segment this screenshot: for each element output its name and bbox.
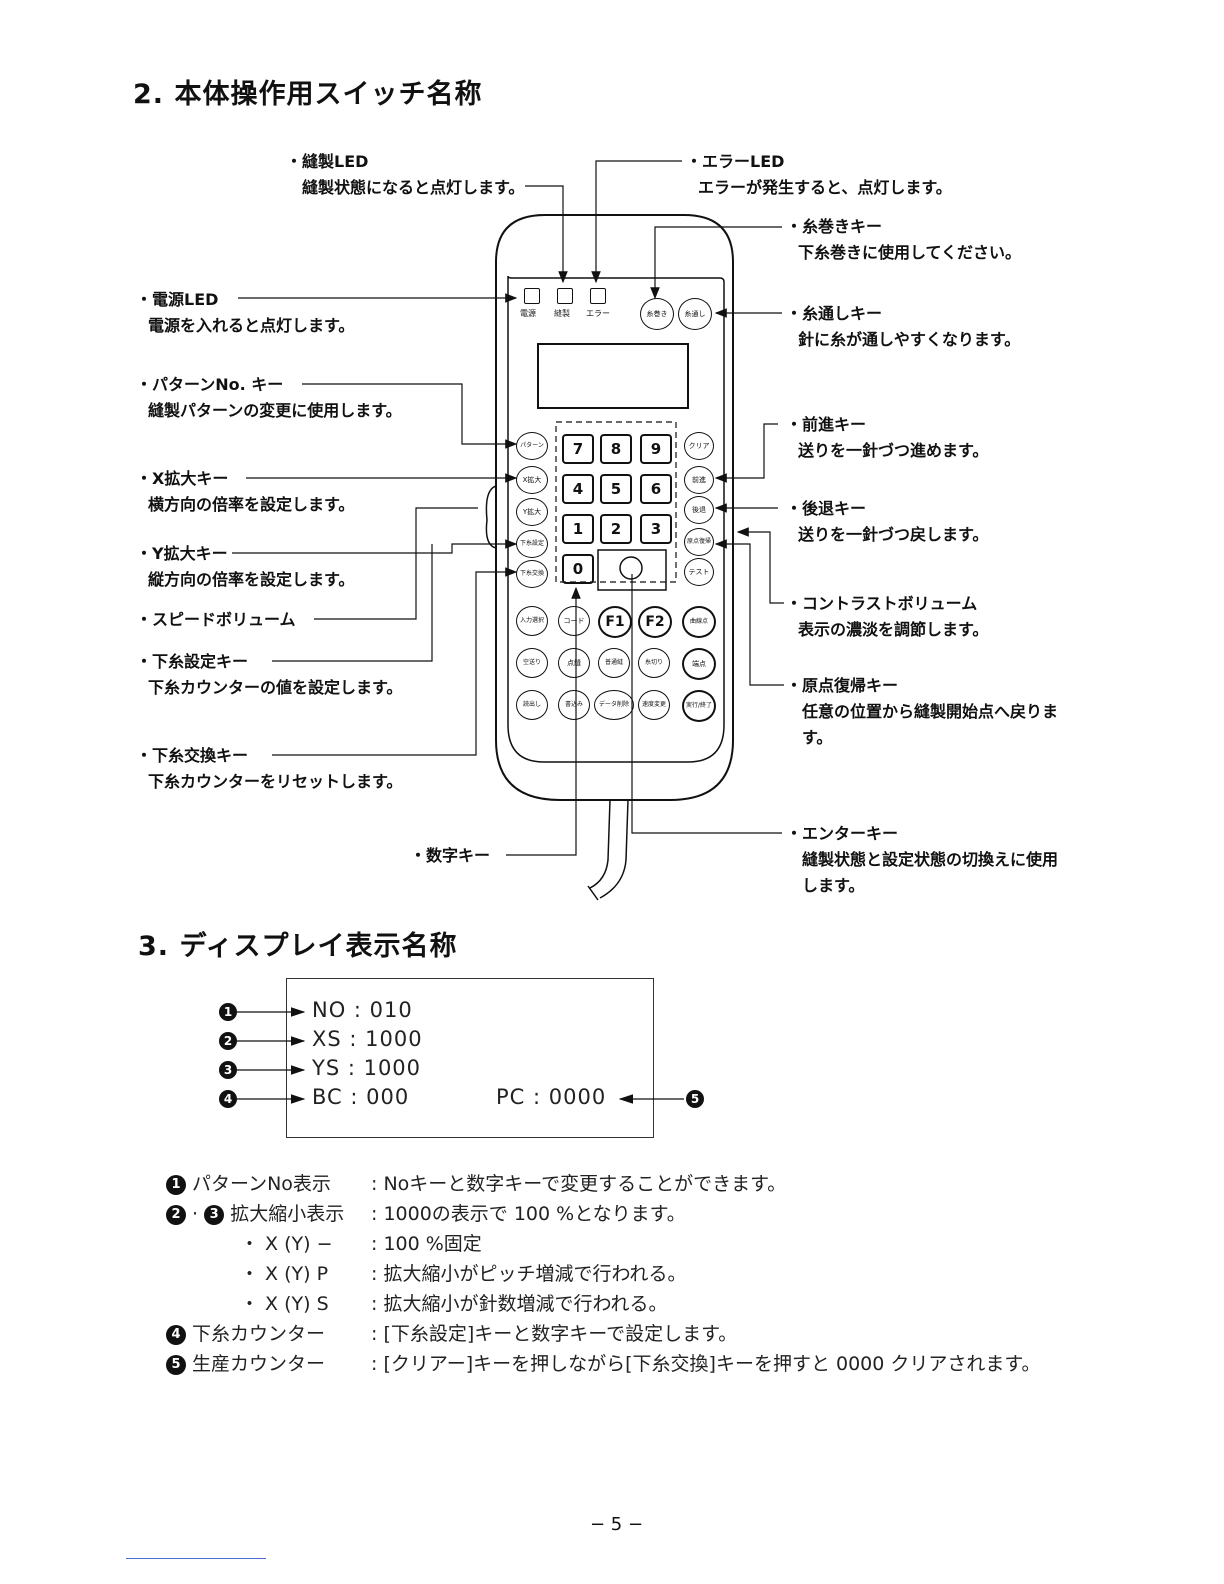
section-title-switches: 2. 本体操作用スイッチ名称	[133, 79, 483, 110]
sewing-led	[557, 288, 573, 304]
panel-face	[507, 275, 725, 763]
point-sew-key[interactable]: 点縫	[558, 648, 590, 678]
num-key-0[interactable]: 0	[562, 554, 594, 584]
bobbin-change-key[interactable]: 下糸交換	[516, 560, 548, 588]
label-sewing-led: ・縫製LED 縫製状態になると点灯します。	[286, 152, 525, 197]
label-winding-key: ・糸巻きキー 下糸巻きに使用してください。	[786, 217, 1022, 262]
display-line-bc: BC : 000	[312, 1085, 410, 1109]
page-number: − 5 −	[590, 1514, 644, 1535]
speed-change-key[interactable]: 速度変更	[638, 690, 670, 720]
f1-key[interactable]: F1	[598, 606, 632, 638]
origin-return-key[interactable]: 原点復帰	[684, 528, 714, 556]
display-tag-1: 1	[219, 1003, 237, 1021]
numeric-keypad-frame	[555, 421, 677, 583]
data-delete-key[interactable]: データ削除	[594, 690, 634, 720]
num-key-3[interactable]: 3	[640, 514, 672, 544]
display-box	[286, 978, 654, 1138]
empty-feed-key[interactable]: 空送り	[516, 648, 548, 678]
num-key-1[interactable]: 1	[562, 514, 594, 544]
label-enter-key: ・エンターキー 縫製状態と設定状態の切換えに使用 します。	[786, 824, 1059, 895]
test-key[interactable]: テスト	[684, 558, 714, 586]
pattern-no-key[interactable]: パターンNo.	[516, 432, 548, 460]
x-scale-key[interactable]: X拡大	[516, 466, 548, 494]
bullet-3: 3	[204, 1205, 225, 1225]
section-title-display: 3. ディスプレイ表示名称	[138, 931, 458, 962]
label-threading-key: ・糸通しキー 針に糸が通しやすくなります。	[786, 304, 1021, 349]
error-led	[590, 288, 606, 304]
label-forward-key: ・前進キー 送りを一針づつ進めます。	[786, 415, 989, 460]
led-label-sewing: 縫製	[554, 309, 570, 318]
lcd-screen	[537, 343, 689, 409]
end-point-key[interactable]: 端点	[682, 648, 716, 680]
bullet-1: 1	[166, 1175, 186, 1195]
label-back-key: ・後退キー 送りを一針づつ戻します。	[786, 499, 989, 544]
back-key[interactable]: 後退	[684, 496, 714, 524]
label-y-key: ・Y拡大キー 縦方向の倍率を設定します。	[136, 544, 355, 589]
clear-key[interactable]: クリア	[684, 432, 714, 460]
winding-key[interactable]: 糸巻き	[640, 298, 674, 330]
display-tag-5: 5	[686, 1090, 704, 1108]
panel-body	[495, 214, 734, 801]
run-end-key[interactable]: 実行/終了	[682, 690, 716, 722]
display-line-no: NO : 010	[312, 998, 413, 1022]
display-tag-4: 4	[219, 1090, 237, 1108]
display-line-xs: XS : 1000	[312, 1027, 423, 1051]
cable	[589, 799, 611, 889]
label-speed-volume: ・スピードボリューム	[136, 610, 296, 629]
display-line-ys: YS : 1000	[312, 1056, 422, 1080]
label-error-led: ・エラーLED エラーが発生すると、点灯します。	[686, 152, 952, 197]
bullet-2: 2	[166, 1205, 186, 1225]
num-key-9[interactable]: 9	[640, 434, 672, 464]
num-key-8[interactable]: 8	[600, 434, 632, 464]
display-tag-3: 3	[219, 1061, 237, 1079]
led-row: 電源 縫製 エラー	[520, 286, 620, 326]
bullet-5: 5	[166, 1355, 186, 1375]
threading-key[interactable]: 糸通し	[678, 298, 712, 330]
write-key[interactable]: 書込み	[558, 690, 590, 720]
led-label-error: エラー	[586, 309, 610, 318]
f2-key[interactable]: F2	[638, 606, 672, 638]
led-label-power: 電源	[520, 309, 536, 318]
label-pattern-key: ・パターンNo. キー 縫製パターンの変更に使用します。	[136, 375, 402, 420]
input-select-key[interactable]: 入力選択	[516, 606, 548, 636]
thread-trim-key[interactable]: 糸切り	[638, 648, 670, 678]
label-number-keys: ・数字キー	[410, 846, 491, 865]
y-scale-key[interactable]: Y拡大	[516, 498, 548, 526]
read-key[interactable]: 読出し	[516, 690, 548, 720]
forward-key[interactable]: 前進	[684, 466, 714, 494]
bullet-4: 4	[166, 1325, 186, 1345]
normal-sew-key[interactable]: 普通縫	[598, 648, 630, 678]
label-origin-key: ・原点復帰キー 任意の位置から縫製開始点へ戻りま す。	[786, 676, 1059, 747]
bobbin-set-key[interactable]: 下糸設定	[516, 530, 548, 558]
num-key-5[interactable]: 5	[600, 474, 632, 504]
num-key-2[interactable]: 2	[600, 514, 632, 544]
label-x-key: ・X拡大キー 横方向の倍率を設定します。	[136, 469, 355, 514]
power-led	[524, 288, 540, 304]
footer-rule	[126, 1558, 266, 1559]
label-contrast-volume: ・コントラストボリューム 表示の濃淡を調節します。	[786, 594, 989, 639]
num-key-6[interactable]: 6	[640, 474, 672, 504]
num-key-7[interactable]: 7	[562, 434, 594, 464]
label-bobbin-set-key: ・下糸設定キー 下糸カウンターの値を設定します。	[136, 652, 403, 697]
display-tag-2: 2	[219, 1032, 237, 1050]
code-key[interactable]: コード	[558, 606, 590, 636]
num-key-4[interactable]: 4	[562, 474, 594, 504]
label-power-led: ・電源LED 電源を入れると点灯します。	[136, 290, 355, 335]
label-bobbin-change-key: ・下糸交換キー 下糸カウンターをリセットします。	[136, 746, 403, 791]
curve-point-key[interactable]: 曲線点	[682, 606, 716, 638]
display-line-pc: PC : 0000	[496, 1085, 607, 1109]
